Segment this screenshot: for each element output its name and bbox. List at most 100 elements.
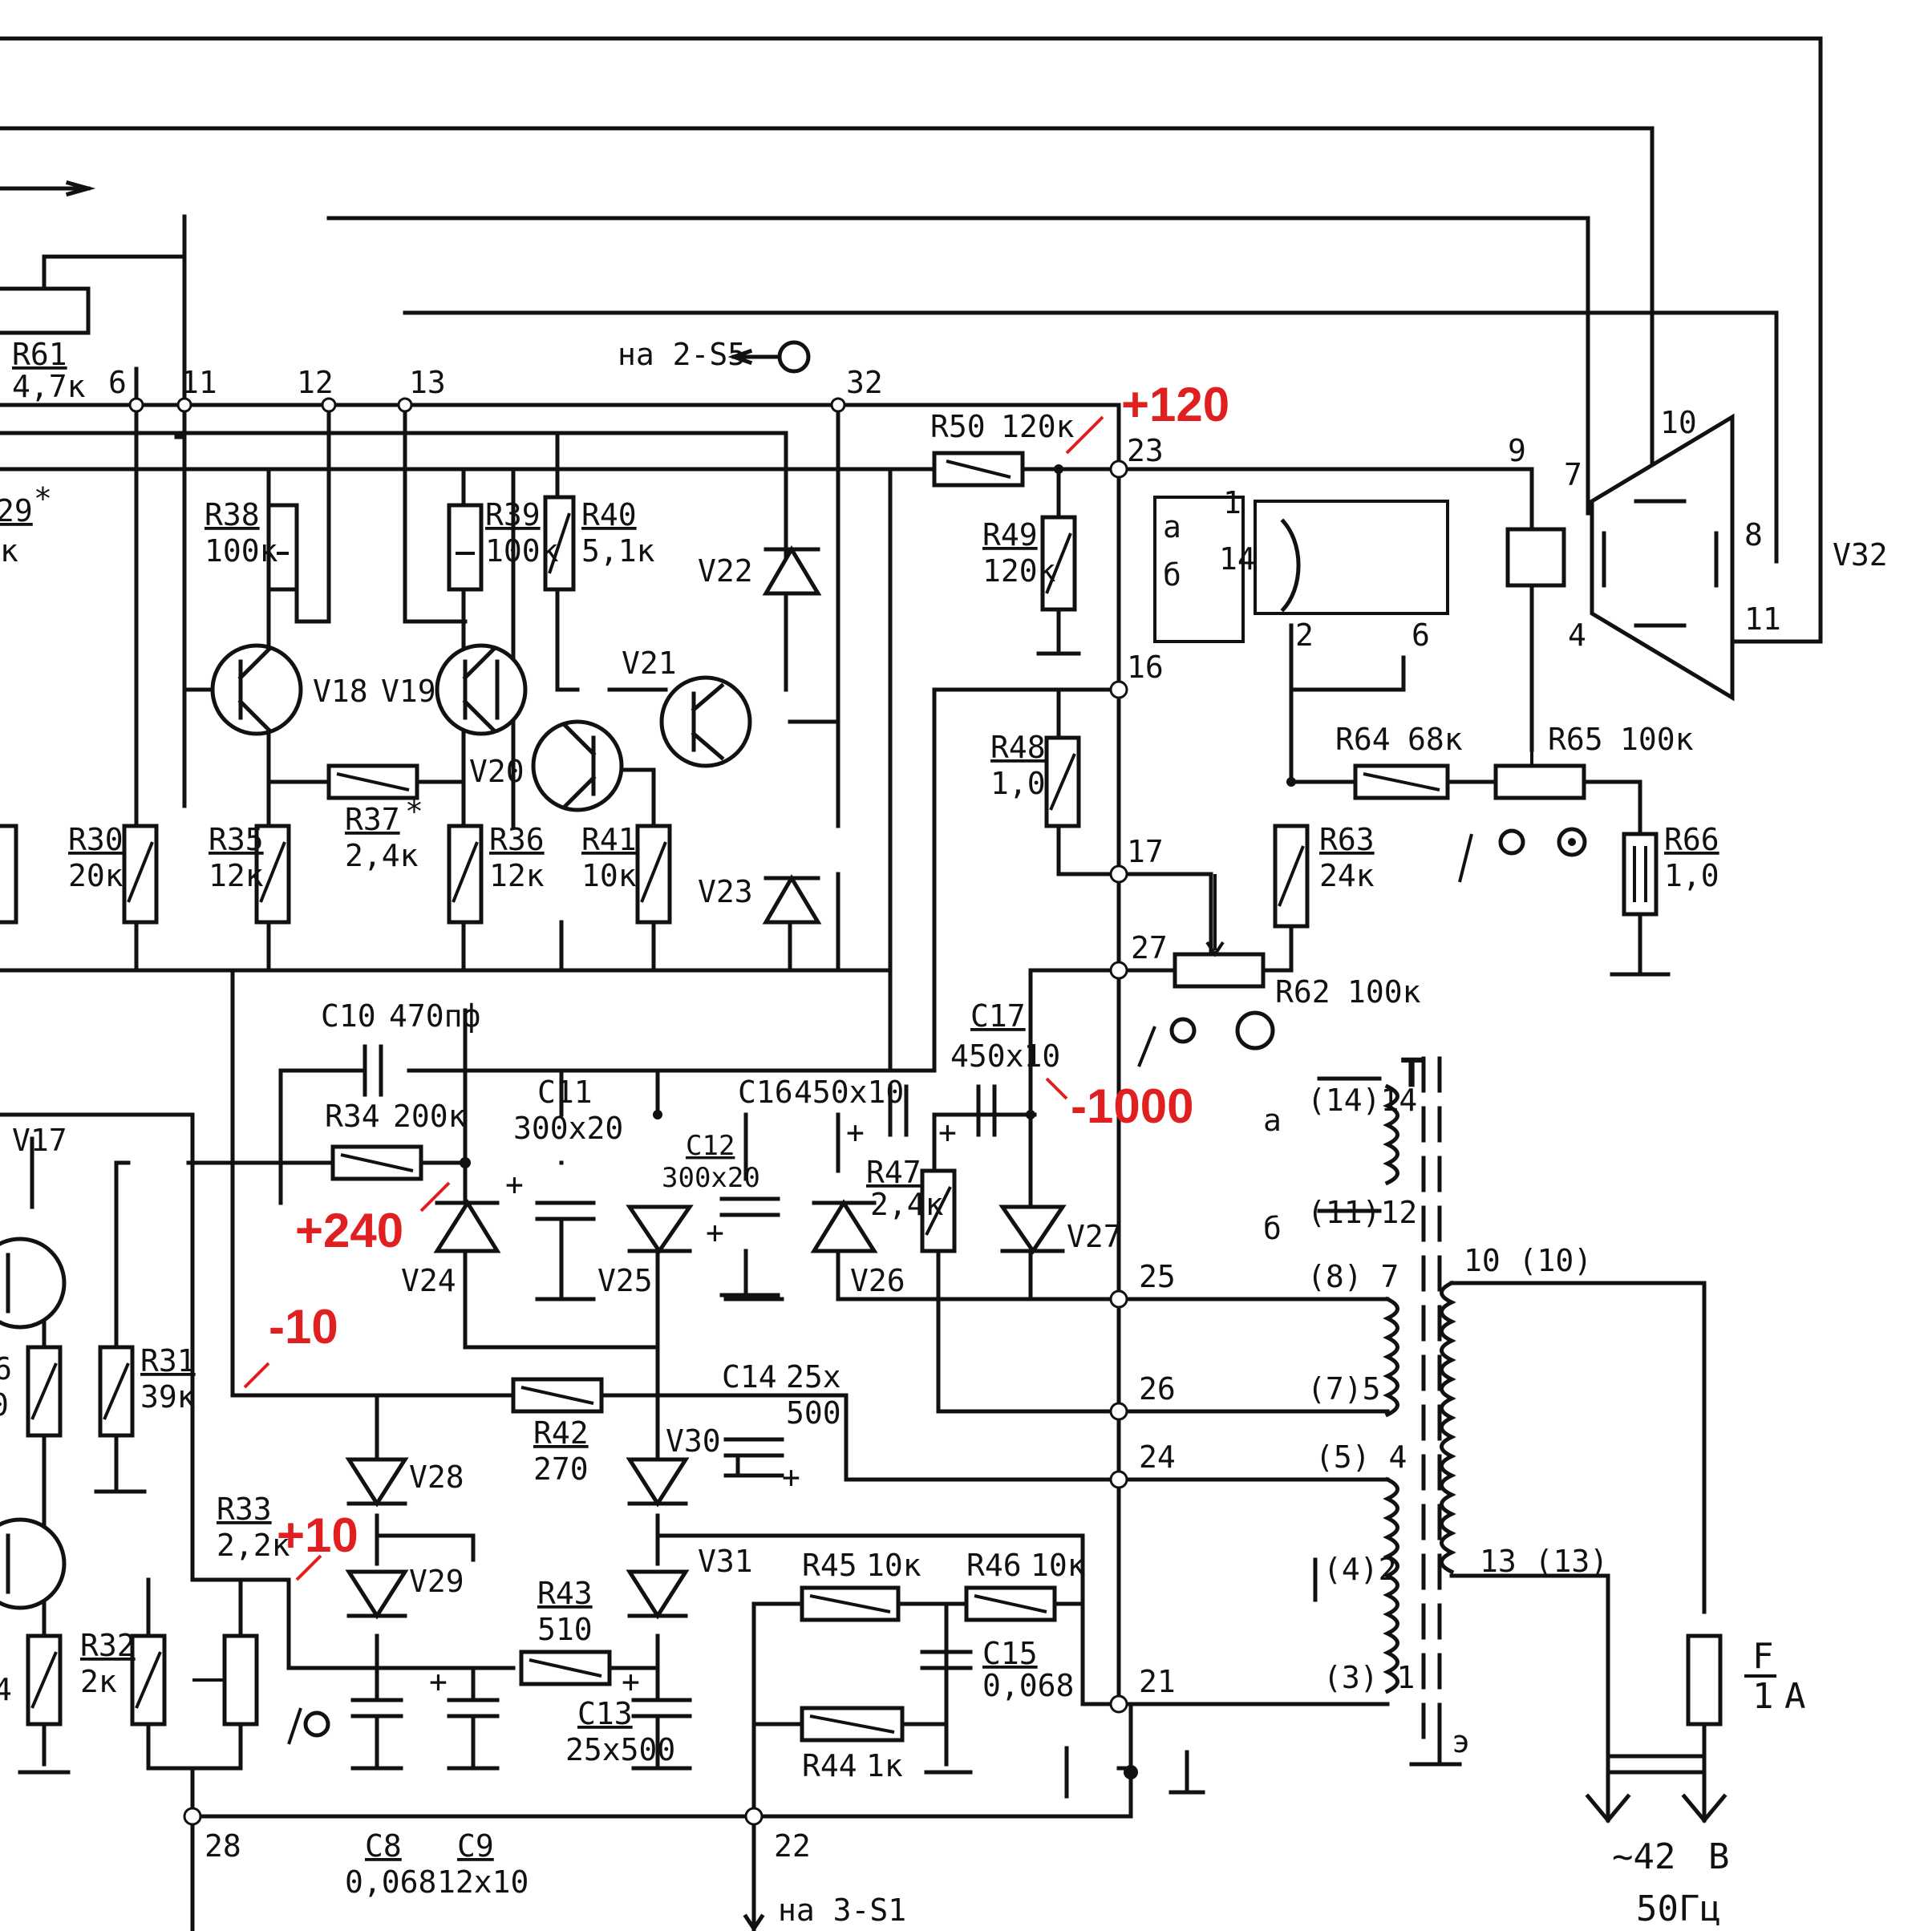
label-v20: V20: [469, 754, 525, 789]
resistor-r29: [0, 824, 18, 925]
resistor-r33: [222, 1633, 259, 1727]
mains-voltage: ~42: [1612, 1836, 1675, 1877]
mains-volt-unit: В: [1708, 1836, 1730, 1877]
value-r66: 1,0: [1664, 858, 1719, 893]
value-c13: 25х500: [565, 1732, 675, 1767]
wipers: [192, 750, 1533, 1682]
value-r40: 5,1к: [581, 533, 655, 569]
svg-text:+: +: [429, 1664, 448, 1699]
value-c14-b: 500: [786, 1395, 841, 1431]
label-r63: R63: [1319, 822, 1375, 857]
winding-2: (4)2: [1323, 1552, 1397, 1587]
winding-b: б: [1263, 1211, 1282, 1246]
label-c16: C16: [738, 1075, 793, 1110]
transistor-v16: [0, 1517, 67, 1610]
label-r29: 29: [0, 493, 33, 528]
node-26: 26: [1139, 1371, 1176, 1407]
label-c11: C11: [537, 1075, 593, 1110]
svg-text:+: +: [846, 1115, 865, 1150]
label-r37: R37: [345, 802, 400, 837]
winding-14: (14)14: [1307, 1083, 1417, 1118]
resistor-r47: [920, 1168, 957, 1253]
node-circles: [128, 397, 1296, 1826]
edge-label-4: 4: [0, 1672, 12, 1707]
winding-7: (8) 7: [1307, 1259, 1399, 1294]
label-r49: R49: [982, 517, 1038, 553]
label-c13: C13: [577, 1696, 633, 1731]
node-32: 32: [846, 365, 883, 400]
winding-4: (5) 4: [1315, 1439, 1407, 1475]
fuse-unit: А: [1784, 1676, 1806, 1717]
value-r62: 100к: [1347, 974, 1421, 1010]
label-r50: R50: [930, 409, 986, 444]
label-r32: R32: [80, 1628, 136, 1663]
label-r43: R43: [537, 1576, 593, 1611]
value-c9: 12х10: [437, 1864, 529, 1900]
value-c17: 450х10: [950, 1038, 1060, 1074]
node-16: 16: [1127, 650, 1164, 685]
value-c14-a: 25х: [786, 1359, 841, 1395]
winding-12: (11)12: [1307, 1195, 1417, 1230]
voltage-minus-1000: -1000: [1071, 1079, 1193, 1133]
label-c10: C10: [321, 998, 376, 1034]
transistor-v21: [659, 675, 752, 768]
svg-text:+: +: [505, 1167, 524, 1202]
label-c12: C12: [686, 1130, 735, 1162]
label-v32: V32: [1833, 537, 1888, 573]
resistor-r32: [130, 1633, 167, 1727]
tube-pin-10: 10: [1660, 405, 1697, 440]
label-v31: V31: [698, 1544, 753, 1579]
label-v21: V21: [622, 646, 677, 681]
label-c17: C17: [970, 998, 1026, 1034]
value-r65: 100к: [1620, 722, 1694, 757]
label-c9: C9: [457, 1828, 494, 1864]
grounds: [0, 180, 1727, 1931]
value-r41: 10к: [581, 858, 637, 893]
transformer-t: [1383, 1056, 1462, 1767]
value-r36: 12к: [489, 858, 545, 893]
resistor-r31: [98, 1345, 135, 1438]
value-r44: 1к: [866, 1748, 903, 1783]
node-24: 24: [1139, 1439, 1176, 1475]
transistor-v20: [531, 719, 624, 812]
value-r29: к: [0, 533, 18, 569]
voltage-minus-10: -10: [269, 1300, 338, 1354]
to-2-s5-label: на 2-S5: [618, 337, 746, 372]
value-r38: 100к: [205, 533, 278, 569]
voltage-plus-10: +10: [277, 1508, 358, 1562]
value-r43: 510: [537, 1612, 593, 1647]
value-r34: 200к: [393, 1099, 467, 1134]
label-r39: R39: [485, 497, 541, 532]
value-c15: 0,068: [982, 1668, 1074, 1703]
winding-13: 13 (13): [1480, 1544, 1608, 1579]
wires: [0, 36, 1823, 1931]
transistor-v19: [435, 643, 528, 736]
value-c10: 470пф: [389, 998, 480, 1034]
value-r33: 2,2к: [217, 1528, 290, 1563]
transistors: [0, 643, 752, 1610]
tube-pin-6: 6: [1412, 617, 1430, 653]
value-c11: 300х20: [513, 1111, 623, 1146]
winding-5: (7)5: [1307, 1371, 1381, 1407]
node-28: 28: [205, 1828, 241, 1864]
label-r34: R34: [325, 1099, 380, 1134]
label-v29: V29: [409, 1564, 464, 1599]
edge-label-0: 0: [0, 1387, 9, 1423]
label-c8: C8: [365, 1828, 402, 1864]
label-r42: R42: [533, 1415, 589, 1451]
resistor-r63: [1273, 824, 1310, 929]
svg-text:+: +: [938, 1115, 957, 1150]
node-27: 27: [1131, 930, 1168, 966]
winding-10: 10 (10): [1464, 1243, 1592, 1278]
value-r46: 10к: [1031, 1548, 1086, 1583]
node-13: 13: [409, 365, 446, 400]
label-v26: V26: [850, 1263, 905, 1298]
svg-text:+: +: [782, 1459, 800, 1495]
indicator-symbols: [287, 827, 1587, 1745]
resistor-r62: [1173, 952, 1266, 989]
label-r35: R35: [209, 822, 264, 857]
tube-pin-8: 8: [1744, 517, 1763, 553]
label-v17: V17: [12, 1123, 67, 1158]
value-c8: 0,068: [345, 1864, 436, 1900]
